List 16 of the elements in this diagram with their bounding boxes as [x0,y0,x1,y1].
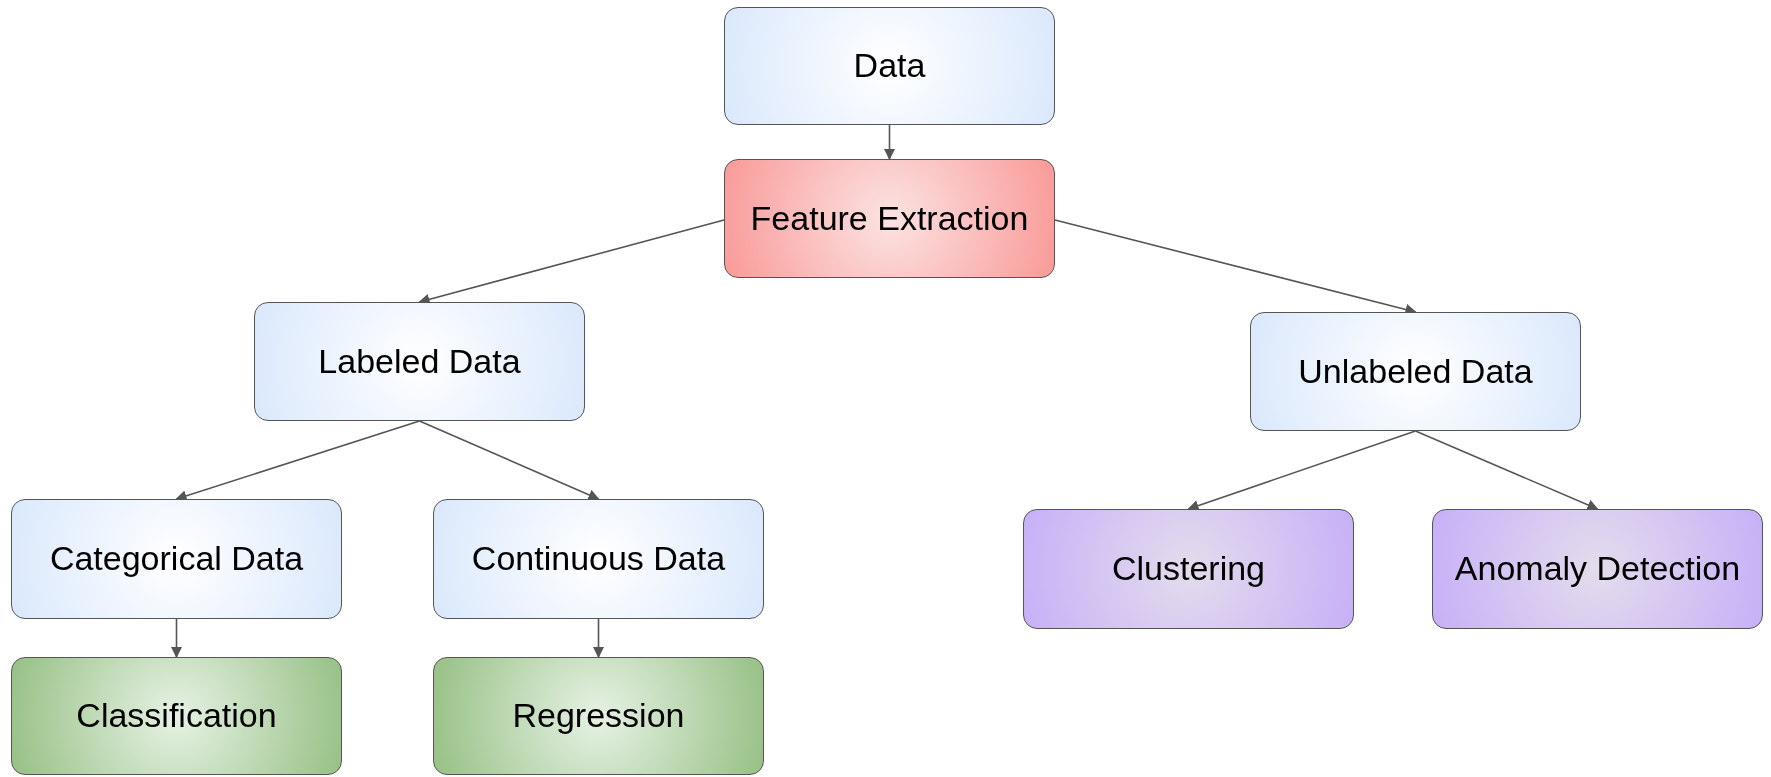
process-box: Classification [11,657,342,775]
arrow [418,420,600,501]
process-box: Feature Extraction [724,159,1055,278]
process-box: Labeled Data [254,302,585,421]
process-box: Unlabeled Data [1250,312,1581,431]
process-box: Anomaly Detection [1432,509,1763,629]
process-box: Data [724,7,1055,125]
process-box: Categorical Data [11,499,342,619]
arrow [1414,430,1599,511]
process-box: Continuous Data [433,499,764,619]
process-box: Regression [433,657,764,775]
process-box: Clustering [1023,509,1354,629]
arrow [592,618,605,659]
arrow [883,124,896,161]
arrow [1187,430,1417,511]
arrow [170,618,183,659]
